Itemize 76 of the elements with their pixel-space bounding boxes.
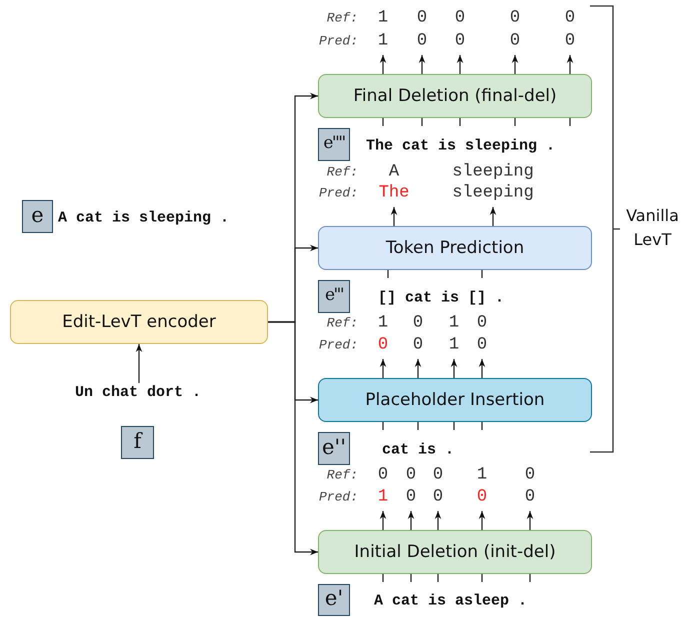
predicted-value: 0 [378, 336, 388, 354]
token-sequence: cat is . [382, 441, 454, 458]
group-label: Vanilla LevT [625, 205, 680, 251]
arrow [478, 511, 486, 530]
arrow [418, 55, 426, 74]
predicted-value: 0 [510, 32, 520, 50]
row-label: Ref: [326, 468, 358, 482]
arrow [456, 55, 464, 74]
predicted-value: sleeping [452, 184, 534, 202]
variable-box: e''' [318, 280, 350, 313]
predicted-value: The [378, 184, 410, 202]
reference-value: 1 [378, 8, 388, 28]
variable-box: f [121, 426, 154, 459]
reference-value: 0 [378, 466, 388, 484]
token-sequence: The cat is sleeping . [366, 137, 556, 154]
module-box: Placeholder Insertion [318, 378, 592, 422]
predicted-value: 0 [454, 32, 466, 50]
predicted-value: 0 [524, 488, 536, 506]
predicted-value: 0 [412, 336, 424, 354]
arrow [380, 511, 386, 530]
row-label: Ref: [326, 316, 358, 330]
module-box: Token Prediction [318, 226, 592, 270]
reference-value: 1 [476, 466, 488, 484]
row-label: Pred: [318, 338, 358, 352]
predicted-value: 0 [476, 488, 488, 506]
token-sequence: A cat is asleep . [374, 592, 528, 610]
module-box: Final Deletion (final-del) [318, 74, 592, 118]
source-sentence: Un chat dort . [58, 383, 218, 401]
reference-value: 0 [416, 8, 428, 28]
reference-value: 0 [564, 8, 576, 28]
variable-box: e'''' [318, 128, 350, 161]
reference-value: sleeping [452, 162, 534, 182]
arrow [390, 207, 398, 226]
reference-value: 1 [448, 314, 460, 332]
arrow [490, 207, 496, 226]
predicted-value: 1 [448, 336, 460, 354]
reference-value: 0 [412, 314, 424, 332]
reference-value: 1 [378, 314, 388, 332]
variable-box: e' [318, 584, 350, 616]
reference-value: 0 [406, 466, 416, 484]
token-sequence: [] cat is [] . [378, 289, 504, 306]
encoder-box: Edit-LevT encoder [10, 300, 268, 344]
predicted-value: 0 [476, 336, 488, 354]
arrow [408, 511, 414, 530]
arrow [268, 321, 318, 556]
arrow [136, 344, 142, 383]
arrow [526, 511, 534, 530]
module-box: Initial Deletion (init-del) [318, 530, 592, 574]
row-label: Pred: [318, 34, 358, 48]
arrow [450, 359, 458, 378]
arrow [414, 359, 422, 378]
reference-value: A [388, 162, 400, 182]
predicted-value: 0 [416, 32, 428, 50]
predicted-value: 0 [564, 32, 576, 50]
arrow [512, 55, 518, 74]
predicted-value: 1 [378, 488, 388, 506]
reference-value: 0 [432, 466, 444, 484]
predicted-value: 0 [432, 488, 444, 506]
token-sequence: A cat is sleeping . [58, 209, 230, 226]
reference-value: 0 [476, 314, 488, 332]
arrow [380, 359, 386, 378]
predicted-value: 0 [406, 488, 416, 506]
variable-box: e'' [318, 432, 350, 465]
arrow [478, 359, 486, 378]
row-label: Ref: [326, 10, 358, 26]
row-label: Pred: [318, 186, 358, 200]
arrow [566, 55, 574, 74]
variable-box: e [22, 200, 53, 233]
arrow [380, 55, 386, 74]
reference-value: 0 [510, 8, 520, 28]
arrow [434, 511, 442, 530]
reference-value: 0 [524, 466, 536, 484]
predicted-value: 1 [378, 32, 388, 50]
row-label: Pred: [318, 490, 358, 504]
reference-value: 0 [454, 8, 466, 28]
row-label: Ref: [326, 164, 358, 180]
